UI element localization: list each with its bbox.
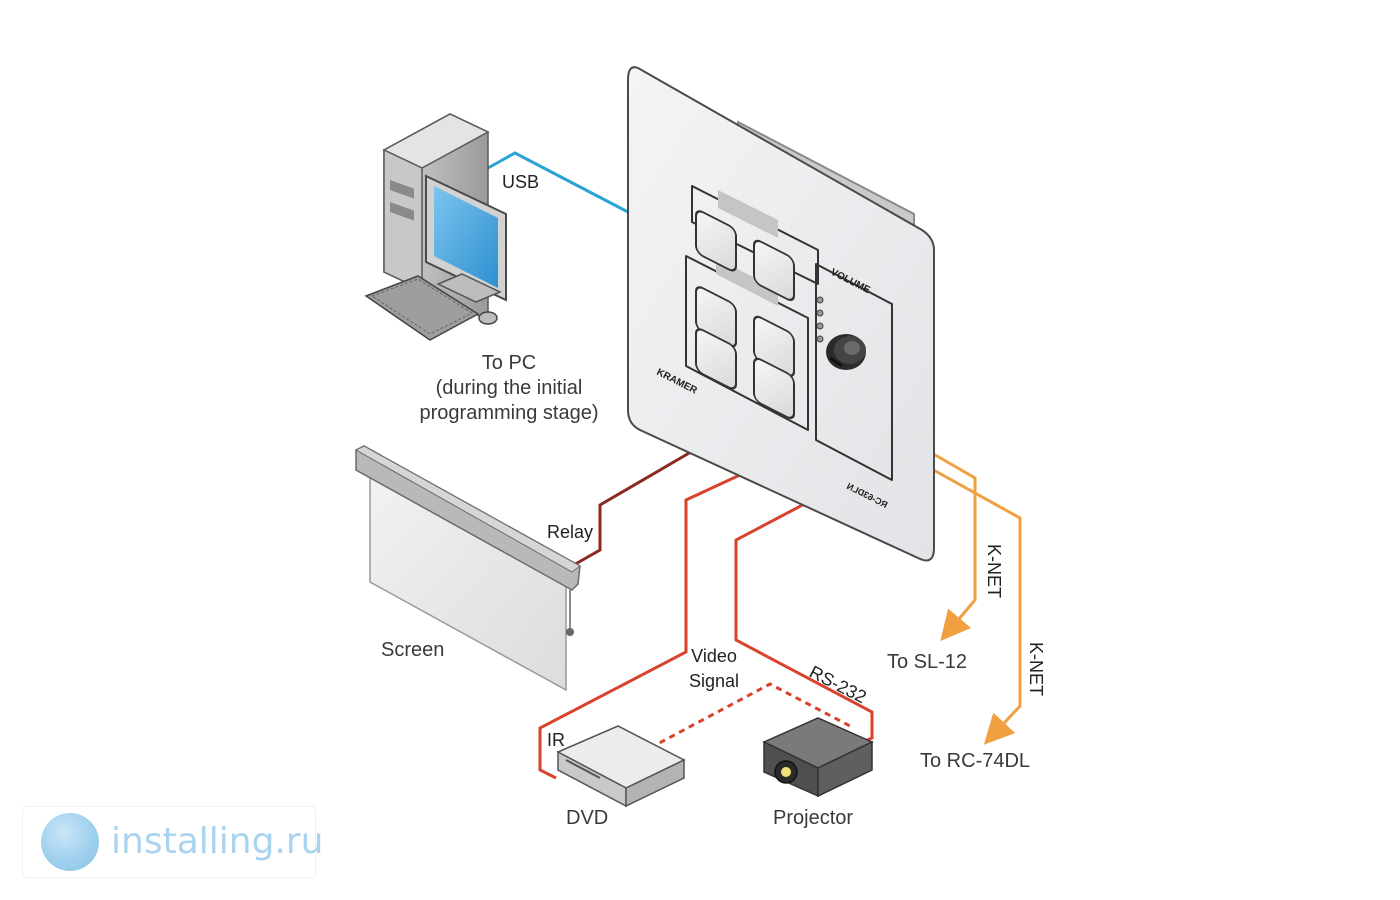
- knet-cable-2: [929, 466, 1022, 745]
- led-1: [816, 296, 824, 304]
- video-signal-label-line2: Signal: [689, 671, 739, 691]
- dvd-player: [556, 725, 686, 808]
- video-signal-cable: [538, 466, 756, 780]
- usb-cable: [487, 151, 629, 214]
- knet-label-1: K-NET: [984, 544, 1004, 598]
- mouse: [478, 311, 498, 325]
- usb-label: USB: [502, 172, 539, 192]
- led-4: [816, 335, 824, 343]
- monitor-screen: [434, 186, 498, 288]
- panel-button-6[interactable]: [753, 356, 795, 420]
- panel-button-5[interactable]: [695, 327, 737, 391]
- label-window-1: [718, 190, 778, 238]
- pc-computer: [364, 113, 507, 341]
- pc-label-line2: (during the initial: [436, 377, 583, 399]
- video-signal-label-line1: Video: [691, 646, 737, 666]
- panel-button-1[interactable]: [695, 209, 737, 273]
- watermark: installing.ru: [22, 806, 323, 878]
- to-sl12-label: To SL-12: [887, 651, 967, 673]
- pull-cord-icon: [566, 628, 574, 636]
- cables: [487, 151, 1022, 780]
- rs232-cable: [734, 498, 874, 746]
- projector-lens-icon: [781, 767, 791, 777]
- relay-label: Relay: [547, 522, 593, 542]
- knet-label-2: K-NET: [1026, 642, 1046, 696]
- projection-screen: [354, 445, 581, 692]
- led-3: [816, 322, 824, 330]
- volume-knob[interactable]: [826, 334, 866, 370]
- panel-button-2[interactable]: [753, 238, 795, 302]
- control-panel: VOLUME KRAMER RC-63DLN: [627, 66, 935, 562]
- projector-device: [762, 717, 874, 798]
- ir-dashed-cable: [649, 682, 851, 750]
- watermark-text: installing.ru: [111, 821, 324, 862]
- relay-cable: [571, 440, 709, 568]
- knet-cable-1: [929, 450, 977, 642]
- projector-label: Projector: [773, 807, 853, 829]
- pc-label-line3: programming stage): [420, 402, 599, 424]
- watermark-logo-icon: [41, 813, 99, 871]
- panel-buttons: [695, 209, 795, 420]
- dvd-label: DVD: [566, 807, 608, 829]
- led-2: [816, 309, 824, 317]
- to-rc74dl-label: To RC-74DL: [920, 750, 1030, 772]
- rs232-label: RS-232: [806, 662, 869, 708]
- pc-label-line1: To PC: [482, 352, 536, 374]
- volume-leds: [816, 296, 824, 343]
- screen-label: Screen: [381, 639, 444, 661]
- ir-label: IR: [547, 730, 565, 750]
